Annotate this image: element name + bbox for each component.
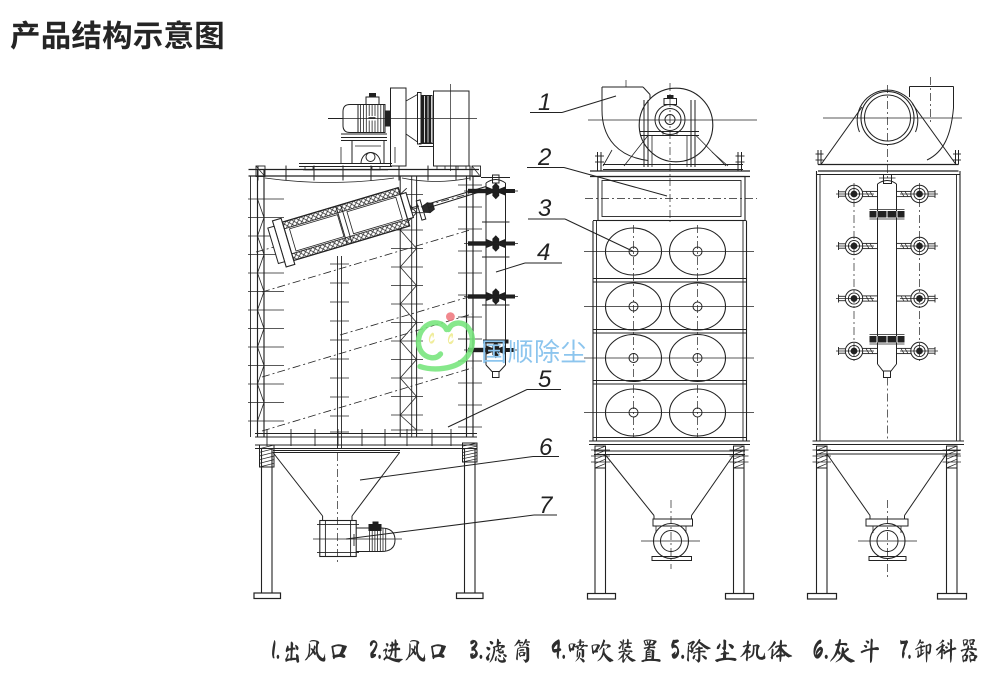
- svg-text:5: 5: [538, 366, 552, 393]
- svg-text:3: 3: [538, 195, 552, 222]
- svg-text:4: 4: [537, 239, 550, 266]
- svg-text:2: 2: [537, 144, 551, 171]
- svg-text:1: 1: [538, 89, 551, 116]
- svg-text:6: 6: [539, 434, 553, 461]
- svg-text:7: 7: [539, 492, 554, 519]
